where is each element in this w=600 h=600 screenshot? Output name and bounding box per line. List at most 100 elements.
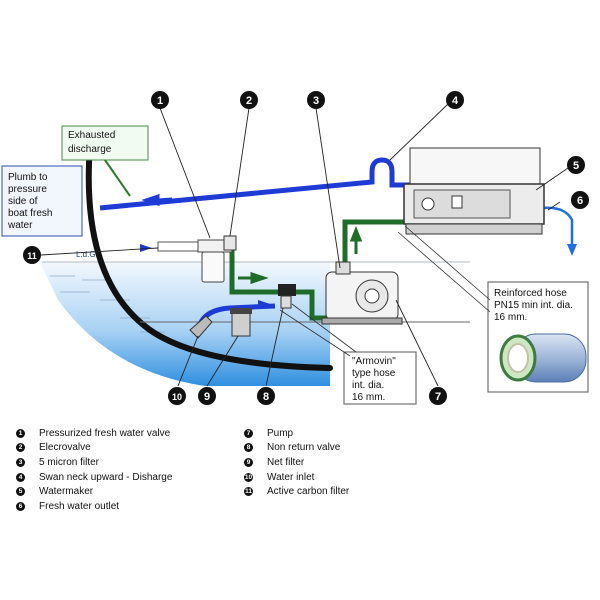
legend-number: 10 xyxy=(244,472,253,482)
legend-text: Non return valve xyxy=(267,442,341,454)
net-filter xyxy=(231,311,251,337)
waterline-label: L.d.G. xyxy=(76,250,98,259)
plumb-line4: boat fresh xyxy=(8,208,52,219)
legend-item-3: 3 5 micron filter xyxy=(16,455,172,470)
legend-item-7: 7 Pump xyxy=(244,426,349,441)
legend-text: Net filter xyxy=(267,456,305,468)
svg-text:10: 10 xyxy=(172,392,182,402)
legend-number: 8 xyxy=(244,443,253,453)
callout-9: 9 xyxy=(198,387,216,405)
legend-text: 5 micron filter xyxy=(39,456,100,468)
legend-number: 7 xyxy=(244,428,253,438)
legend-item-8: 8 Non return valve xyxy=(244,441,349,456)
svg-text:2: 2 xyxy=(246,95,252,107)
legend-item-4: 4 Swan neck upward - Disharge xyxy=(16,470,172,485)
armovin-line3: int. dia. xyxy=(352,380,384,391)
legend-text: Fresh water outlet xyxy=(39,500,120,512)
legend-text: Water inlet xyxy=(267,471,315,483)
legend-number: 5 xyxy=(16,487,25,497)
legend-number: 1 xyxy=(16,428,25,438)
armovin-leader-b xyxy=(291,303,357,353)
callout-1: 1 xyxy=(151,91,169,109)
legend-text: Pump xyxy=(267,427,294,439)
reinforced-hose-photo xyxy=(499,333,587,383)
exhausted-discharge-line1: Exhausted xyxy=(68,130,115,141)
svg-text:8: 8 xyxy=(263,391,269,403)
svg-text:7: 7 xyxy=(435,391,441,403)
legend-text: Elecrovalve xyxy=(39,442,91,454)
svg-text:9: 9 xyxy=(204,391,210,403)
installation-diagram: L.d.G. xyxy=(1,91,589,405)
legend-text: Pressurized fresh water valve xyxy=(39,427,171,439)
intake-arrow xyxy=(258,300,270,308)
watermaker-unit xyxy=(403,147,545,235)
legend-text: Watermaker xyxy=(39,486,94,498)
fresh-water-outlet-hose xyxy=(541,206,574,246)
armovin-leader-a xyxy=(279,309,351,357)
discharge-hose xyxy=(99,157,415,211)
legend-item-5: 5 Watermaker xyxy=(16,484,172,499)
armovin-box xyxy=(343,351,417,405)
net-filter-cap xyxy=(230,308,252,314)
legend-left: 1 Pressurized fresh water valve 2 Elecrova… xyxy=(16,426,172,514)
armovin-line2: type hose xyxy=(352,368,396,379)
svg-text:11: 11 xyxy=(27,251,37,261)
green-arrow-right xyxy=(238,271,269,285)
filter-bowl xyxy=(201,251,225,283)
green-hose-feed xyxy=(342,219,408,268)
freshwater-supply-arrow xyxy=(140,244,152,252)
callout-5: 5 xyxy=(567,156,585,174)
exhausted-discharge-box xyxy=(61,125,149,161)
callout-3: 3 xyxy=(307,91,325,109)
legend-text: Active carbon filter xyxy=(267,486,350,498)
callout-6: 6 xyxy=(571,191,589,209)
svg-text:1: 1 xyxy=(157,95,163,107)
reinforced-leader-b xyxy=(397,231,491,313)
reinforced-leader-a xyxy=(404,225,491,301)
outlet-arrow xyxy=(567,244,577,256)
plumb-line2: pressure xyxy=(8,184,47,195)
green-arrow-up xyxy=(349,225,363,254)
electrovalve xyxy=(223,235,237,251)
reinforced-line2: PN15 min int. dia. xyxy=(494,300,573,311)
callout-10: 10 xyxy=(168,387,186,405)
legend-number: 4 xyxy=(16,472,25,482)
valve-body xyxy=(280,295,292,309)
armovin-line1: "Armovin" xyxy=(352,356,396,367)
plumb-line3: side of xyxy=(8,196,38,207)
svg-text:3: 3 xyxy=(313,95,319,107)
legend-item-11: 11 Active carbon filter xyxy=(244,484,349,499)
non-return-valve xyxy=(278,284,296,296)
plumb-pressure-box xyxy=(1,165,83,237)
discharge-arrow xyxy=(141,193,173,207)
legend-number: 2 xyxy=(16,443,25,453)
svg-text:6: 6 xyxy=(577,195,583,207)
callout-8: 8 xyxy=(257,387,275,405)
boat-hull xyxy=(85,142,333,371)
callout-7: 7 xyxy=(429,387,447,405)
plumb-line5: water xyxy=(7,220,33,231)
legend-item-6: 6 Fresh water outlet xyxy=(16,499,172,514)
callout-2: 2 xyxy=(240,91,258,109)
legend-item-1: 1 Pressurized fresh water valve xyxy=(16,426,172,441)
legend-number: 11 xyxy=(244,487,253,497)
svg-text:4: 4 xyxy=(452,95,459,107)
exhausted-leader xyxy=(104,159,131,197)
legend-number: 3 xyxy=(16,457,25,467)
callout-leaders xyxy=(40,103,569,387)
reinforced-line3: 16 mm. xyxy=(494,312,527,323)
legend-item-2: 2 Elecrovalve xyxy=(16,441,172,456)
water-inlet xyxy=(189,315,213,339)
armovin-line4: 16 mm. xyxy=(352,392,385,403)
legend-item-10: 10 Water inlet xyxy=(244,470,349,485)
legend-text: Swan neck upward - Disharge xyxy=(39,471,173,483)
exhausted-discharge-line2: discharge xyxy=(68,144,112,155)
reinforced-line1: Reinforced hose xyxy=(494,288,567,299)
callout-4: 4 xyxy=(446,91,464,109)
callout-11: 11 xyxy=(23,246,41,264)
legend-number: 6 xyxy=(16,501,25,511)
plumb-line1: Plumb to xyxy=(8,172,48,183)
pump xyxy=(321,261,403,325)
